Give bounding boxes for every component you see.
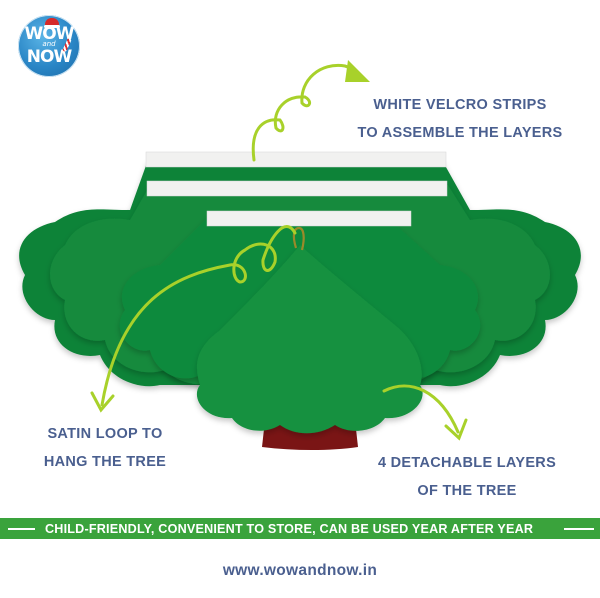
website-link[interactable]: www.wowandnow.in (222, 562, 378, 579)
velcro-strip-1 (145, 151, 447, 168)
arrow-velcro-head-icon (345, 60, 370, 82)
velcro-strip-2 (146, 180, 448, 197)
callout-layers-line2: OF THE TREE (417, 483, 517, 499)
logo-word-now: NOW (26, 47, 72, 67)
callout-velcro-line1: WHITE VELCRO STRIPS (373, 97, 547, 113)
callout-layers-line1: 4 DETACHABLE LAYERS (377, 455, 557, 471)
logo-word-wow: WOW (24, 24, 75, 44)
arrow-velcro-icon (251, 63, 360, 162)
arrow-layers-icon (382, 384, 468, 441)
santa-hat-icon (44, 18, 60, 28)
callout-satin-loop-line1: SATIN LOOP TO (47, 426, 163, 442)
callout-satin-loop: SATIN LOOP TO HANG THE TREE (30, 420, 180, 476)
logo-word-and: and (42, 40, 56, 48)
banner-text: CHILD-FRIENDLY, CONVENIENT TO STORE, CAN… (45, 521, 534, 536)
brand-logo: WOW and NOW (18, 15, 80, 77)
callout-velcro: WHITE VELCRO STRIPS TO ASSEMBLE THE LAYE… (335, 91, 585, 147)
banner-rule-left (8, 527, 35, 530)
feature-banner: CHILD-FRIENDLY, CONVENIENT TO STORE, CAN… (0, 518, 600, 539)
callout-satin-loop-line2: HANG THE TREE (43, 454, 167, 470)
banner-rule-right (564, 527, 594, 530)
callout-velcro-line2: TO ASSEMBLE THE LAYERS (357, 125, 563, 141)
arrow-loop-icon (90, 225, 297, 413)
satin-loop (292, 226, 305, 251)
velcro-strip-3 (206, 210, 412, 227)
tree-layer-1 (196, 245, 423, 434)
callout-detachable-layers: 4 DETACHABLE LAYERS OF THE TREE (362, 449, 572, 505)
